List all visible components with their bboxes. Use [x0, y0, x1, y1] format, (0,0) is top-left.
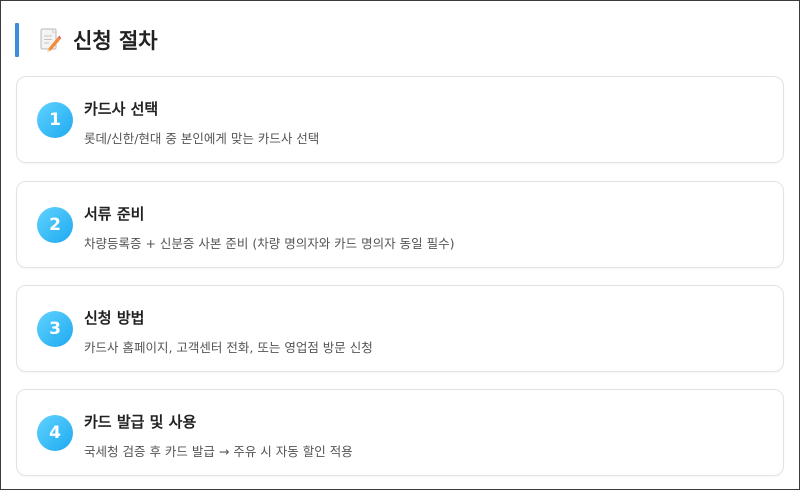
- step-card-2: 2 서류 준비 차량등록증 + 신분증 사본 준비 (차량 명의자와 카드 명의…: [16, 181, 784, 268]
- step-number-badge: 4: [37, 415, 73, 451]
- step-description: 차량등록증 + 신분증 사본 준비 (차량 명의자와 카드 명의자 동일 필수): [84, 236, 455, 251]
- step-number-badge: 3: [37, 311, 73, 347]
- step-description: 국세청 검증 후 카드 발급 → 주유 시 자동 할인 적용: [84, 444, 353, 459]
- step-card-1: 1 카드사 선택 롯데/신한/현대 중 본인에게 맞는 카드사 선택: [16, 76, 784, 163]
- step-card-3: 3 신청 방법 카드사 홈페이지, 고객센터 전화, 또는 영업점 방문 신청: [16, 285, 784, 372]
- step-number-badge: 2: [37, 207, 73, 243]
- step-title: 신청 방법: [84, 309, 145, 327]
- step-title: 카드사 선택: [84, 100, 159, 118]
- step-description: 카드사 홈페이지, 고객센터 전화, 또는 영업점 방문 신청: [84, 340, 373, 355]
- section-header: 신청 절차: [15, 23, 158, 57]
- step-card-4: 4 카드 발급 및 사용 국세청 검증 후 카드 발급 → 주유 시 자동 할인…: [16, 389, 784, 476]
- memo-pencil-icon: [39, 27, 61, 53]
- step-title: 카드 발급 및 사용: [84, 413, 197, 431]
- section-title: 신청 절차: [73, 29, 158, 53]
- step-number-badge: 1: [37, 102, 73, 138]
- step-title: 서류 준비: [84, 205, 145, 223]
- step-description: 롯데/신한/현대 중 본인에게 맞는 카드사 선택: [84, 131, 320, 146]
- header-accent-bar: [15, 23, 19, 57]
